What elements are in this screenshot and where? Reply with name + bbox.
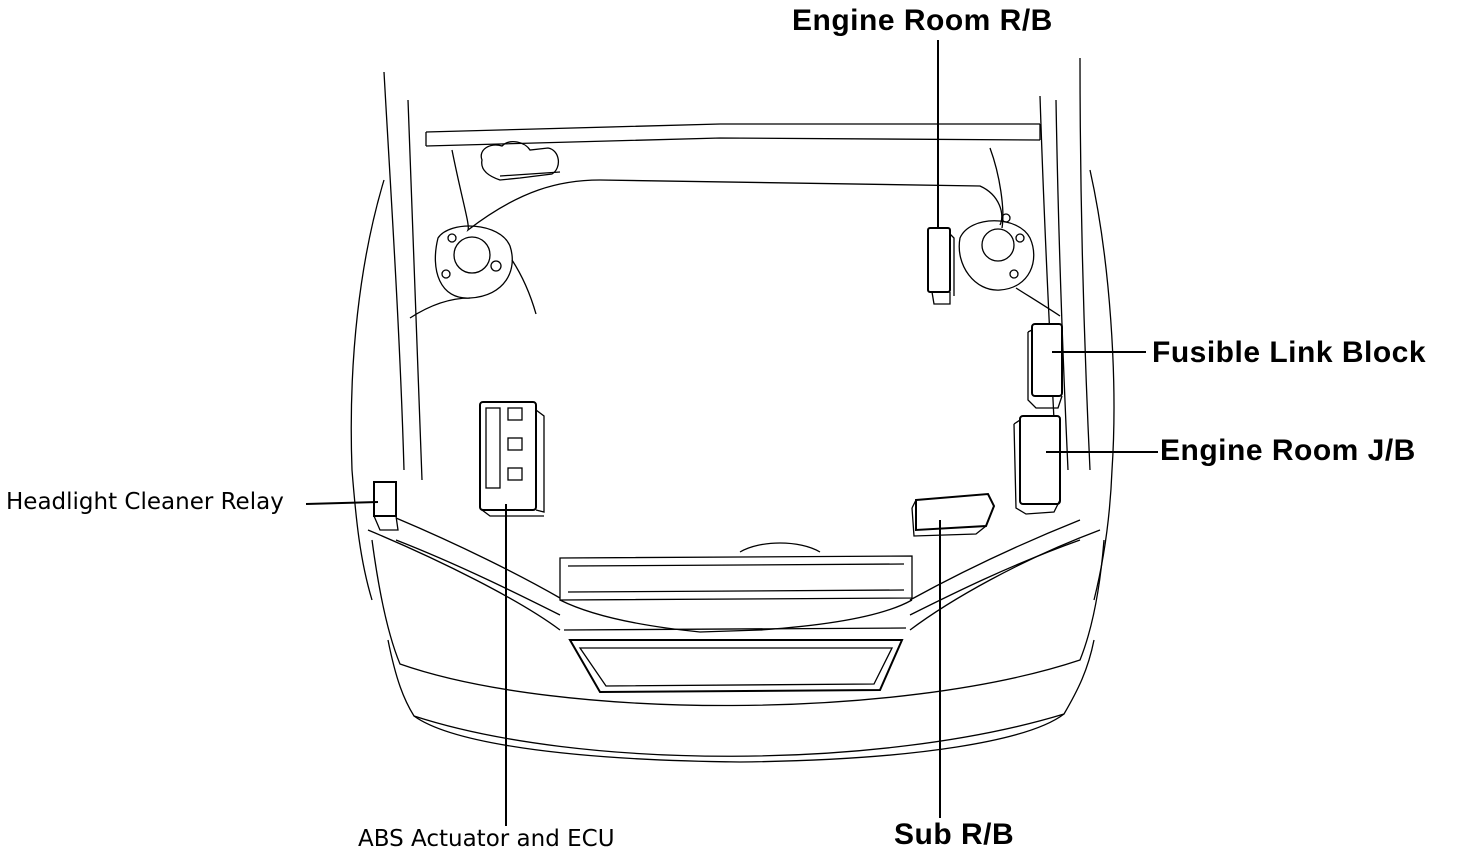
engine-room-rb-shape: [927, 227, 955, 305]
abs-actuator-shape: [479, 401, 545, 517]
headlight-cleaner-relay-shape: [373, 481, 399, 531]
leader-headlight-cleaner-relay: [305, 501, 379, 505]
label-fusible-link-block: Fusible Link Block: [1152, 336, 1427, 369]
brake-booster: [480, 140, 561, 181]
engine-room-jb-shape: [1013, 415, 1061, 515]
left-strut-tower: [409, 225, 537, 319]
leader-lines: [305, 40, 1158, 826]
right-strut-tower: [958, 213, 1061, 317]
front-end: [367, 517, 1105, 763]
cowl-panel: [425, 123, 1041, 232]
fenders: [350, 169, 1115, 601]
label-headlight-cleaner-relay: Headlight Cleaner Relay: [6, 489, 284, 515]
sub-rb-shape: [911, 492, 996, 537]
fusible-link-block-shape: [1027, 323, 1063, 409]
label-abs-actuator-ecu: ABS Actuator and ECU: [358, 826, 615, 852]
label-sub-rb: Sub R/B: [894, 818, 1015, 851]
label-engine-room-jb: Engine Room J/B: [1160, 434, 1416, 467]
hood-outline: [383, 57, 1091, 481]
label-engine-room-rb: Engine Room R/B: [792, 4, 1053, 37]
